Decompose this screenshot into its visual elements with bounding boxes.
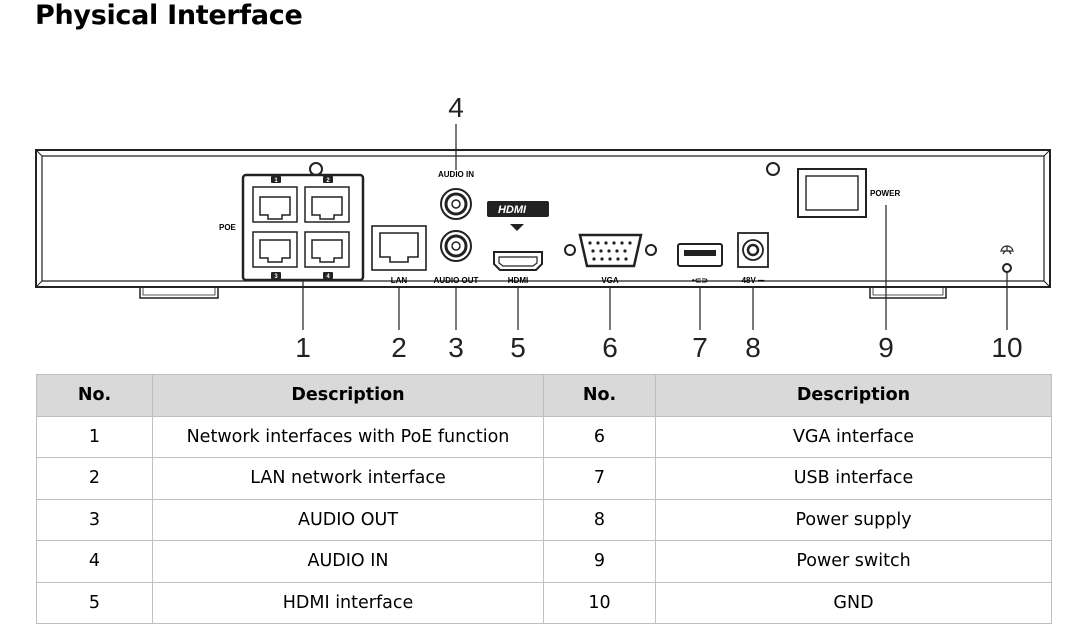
- callout-1: 1: [295, 332, 311, 363]
- lan-label: LAN: [391, 276, 408, 285]
- poe-ports: 1 2 3 4: [241, 173, 365, 282]
- table-row: 3 AUDIO OUT 8 Power supply: [36, 498, 1052, 541]
- table-row: 5 HDMI interface 10 GND: [36, 581, 1052, 624]
- vga-port: [564, 233, 657, 268]
- cell-description: AUDIO OUT: [152, 498, 544, 541]
- callout-5: 5: [510, 332, 526, 363]
- cell-description: AUDIO IN: [152, 540, 544, 583]
- power-switch: [797, 168, 867, 218]
- table-row: 2 LAN network interface 7 USB interface: [36, 457, 1052, 500]
- cell-no: 5: [36, 581, 153, 624]
- cell-description: VGA interface: [655, 415, 1052, 458]
- callout-7: 7: [692, 332, 708, 363]
- callout-leaders: [302, 124, 1008, 330]
- power-switch-label: POWER: [870, 189, 900, 198]
- usb-port: [677, 243, 723, 267]
- hdmi-label: HDMI: [508, 276, 528, 285]
- device-chassis: [35, 149, 1051, 288]
- cell-description: Network interfaces with PoE function: [152, 415, 544, 458]
- power-dc-jack: [737, 232, 769, 268]
- screw-right: [766, 162, 780, 176]
- table-header-row: No. Description No. Description: [36, 374, 1052, 417]
- header-desc-a: Description: [152, 374, 544, 417]
- gnd-terminal: [1002, 263, 1012, 273]
- callout-4: 4: [448, 92, 464, 123]
- callout-9: 9: [878, 332, 894, 363]
- page-title: Physical Interface: [35, 0, 303, 31]
- callout-3: 3: [448, 332, 464, 363]
- poe-port-label-4: 4: [326, 274, 330, 280]
- cell-no: 1: [36, 415, 153, 458]
- rear-panel-diagram: 1 2 3 4 POE LAN AUDIO IN AUDIO OUT HDMI …: [35, 92, 1051, 363]
- poe-port-label-2: 2: [326, 178, 330, 184]
- cell-description: Power supply: [655, 498, 1052, 541]
- poe-port-label-3: 3: [274, 274, 278, 280]
- audio-out-label: AUDIO OUT: [434, 276, 479, 285]
- cell-description: LAN network interface: [152, 457, 544, 500]
- hdmi-logo: HDMI: [487, 201, 549, 231]
- vga-label: VGA: [601, 276, 619, 285]
- cell-description: USB interface: [655, 457, 1052, 500]
- header-no-a: No.: [36, 374, 153, 417]
- cell-no: 8: [543, 498, 656, 541]
- table-row: 4 AUDIO IN 9 Power switch: [36, 540, 1052, 583]
- audio-in-label: AUDIO IN: [438, 170, 474, 179]
- usb-label: •⊂⊃: [692, 276, 709, 285]
- cell-no: 9: [543, 540, 656, 583]
- lan-port: [371, 225, 427, 271]
- header-no-b: No.: [543, 374, 656, 417]
- audio-in-jack: [440, 188, 472, 220]
- header-desc-b: Description: [655, 374, 1052, 417]
- cell-no: 10: [543, 581, 656, 624]
- cell-no: 4: [36, 540, 153, 583]
- cell-description: Power switch: [655, 540, 1052, 583]
- screw-left: [309, 162, 323, 176]
- cell-no: 2: [36, 457, 153, 500]
- cell-no: 6: [543, 415, 656, 458]
- callout-2: 2: [391, 332, 407, 363]
- table-row: 1 Network interfaces with PoE function 6…: [36, 415, 1052, 458]
- poe-label: POE: [219, 223, 237, 232]
- callout-8: 8: [745, 332, 761, 363]
- audio-out-jack: [440, 230, 472, 262]
- callout-6: 6: [602, 332, 618, 363]
- device-feet: [139, 287, 947, 299]
- cell-description: HDMI interface: [152, 581, 544, 624]
- callout-10: 10: [991, 332, 1022, 363]
- power-dc-label: 48V ⎓: [742, 276, 765, 285]
- poe-port-label-1: 1: [274, 178, 278, 184]
- cell-no: 7: [543, 457, 656, 500]
- hdmi-port: [493, 251, 543, 271]
- cell-description: GND: [655, 581, 1052, 624]
- ground-icon: [1000, 245, 1014, 255]
- hdmi-logo-text: HDMI: [498, 204, 527, 216]
- interface-table: No. Description No. Description 1 Networ…: [36, 374, 1052, 624]
- cell-no: 3: [36, 498, 153, 541]
